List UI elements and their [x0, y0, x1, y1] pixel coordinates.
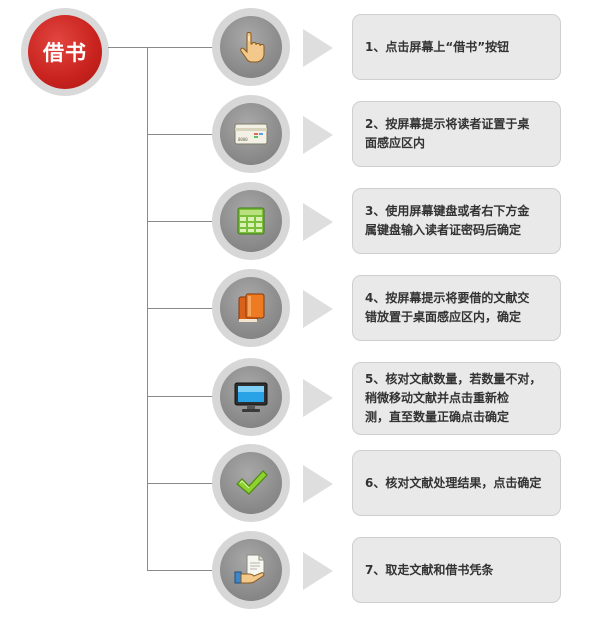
connector-step-7 [147, 570, 213, 571]
step-7-circle [212, 531, 290, 609]
step-6-box: 6、核对文献处理结果，点击确定 [352, 450, 561, 516]
svg-text:0000: 0000 [238, 137, 248, 142]
step-6-circle [212, 444, 290, 522]
card-icon: 0000 [234, 123, 268, 145]
monitor-icon [234, 382, 268, 412]
step-1-circle [212, 8, 290, 86]
step-5-box: 5、核对文献数量，若数量不对， 稍微移动文献并点击重新检 测，直至数量正确点击确… [352, 362, 561, 435]
step-7-box: 7、取走文献和借书凭条 [352, 537, 561, 603]
borrow-main-label: 借书 [28, 15, 102, 89]
step-4-circle [212, 269, 290, 347]
keypad-icon [237, 207, 265, 235]
step-5-arrow [303, 379, 333, 417]
step-2-arrow [303, 116, 333, 154]
step-3-circle [212, 182, 290, 260]
step-2: 0000 2、按屏幕提示将读者证置于桌 面感应区内 [0, 95, 600, 175]
step-1-arrow [303, 29, 333, 67]
step-7: 7、取走文献和借书凭条 [0, 531, 600, 611]
step-1-text: 1、点击屏幕上“借书”按钮 [365, 39, 510, 54]
step-7-arrow [303, 552, 333, 590]
step-1: 1、点击屏幕上“借书”按钮 [0, 8, 600, 88]
connector-main-horizontal [108, 47, 214, 48]
step-5-text: 5、核对文献数量，若数量不对， 稍微移动文献并点击重新检 测，直至数量正确点击确… [365, 372, 542, 424]
step-4-text: 4、按屏幕提示将要借的文献交 错放置于桌面感应区内，确定 [365, 291, 530, 324]
connector-step-2 [147, 134, 213, 135]
connector-step-4 [147, 308, 213, 309]
receipt-hand-icon [234, 554, 265, 584]
borrow-main-node: 借书 [21, 8, 109, 96]
step-4-box: 4、按屏幕提示将要借的文献交 错放置于桌面感应区内，确定 [352, 275, 561, 341]
step-3-box: 3、使用屏幕键盘或者右下方金 属键盘输入读者证密码后确定 [352, 188, 561, 254]
step-2-text: 2、按屏幕提示将读者证置于桌 面感应区内 [365, 117, 530, 150]
step-4-arrow [303, 290, 333, 328]
step-6-arrow [303, 465, 333, 503]
step-2-circle: 0000 [212, 95, 290, 173]
step-5: 5、核对文献数量，若数量不对， 稍微移动文献并点击重新检 测，直至数量正确点击确… [0, 356, 600, 440]
step-4: 4、按屏幕提示将要借的文献交 错放置于桌面感应区内，确定 [0, 269, 600, 349]
connector-step-6 [147, 483, 213, 484]
step-3-text: 3、使用屏幕键盘或者右下方金 属键盘输入读者证密码后确定 [365, 204, 530, 237]
books-icon [238, 293, 265, 322]
step-6: 6、核对文献处理结果，点击确定 [0, 444, 600, 524]
step-7-text: 7、取走文献和借书凭条 [365, 562, 494, 577]
connector-step-5 [147, 396, 213, 397]
step-3: 3、使用屏幕键盘或者右下方金 属键盘输入读者证密码后确定 [0, 182, 600, 262]
pointing-hand-icon [240, 32, 265, 63]
step-3-arrow [303, 203, 333, 241]
step-6-text: 6、核对文献处理结果，点击确定 [365, 475, 542, 490]
connector-step-3 [147, 221, 213, 222]
step-2-box: 2、按屏幕提示将读者证置于桌 面感应区内 [352, 101, 561, 167]
checkmark-icon [236, 470, 268, 495]
step-1-box: 1、点击屏幕上“借书”按钮 [352, 14, 561, 80]
step-5-circle [212, 358, 290, 436]
